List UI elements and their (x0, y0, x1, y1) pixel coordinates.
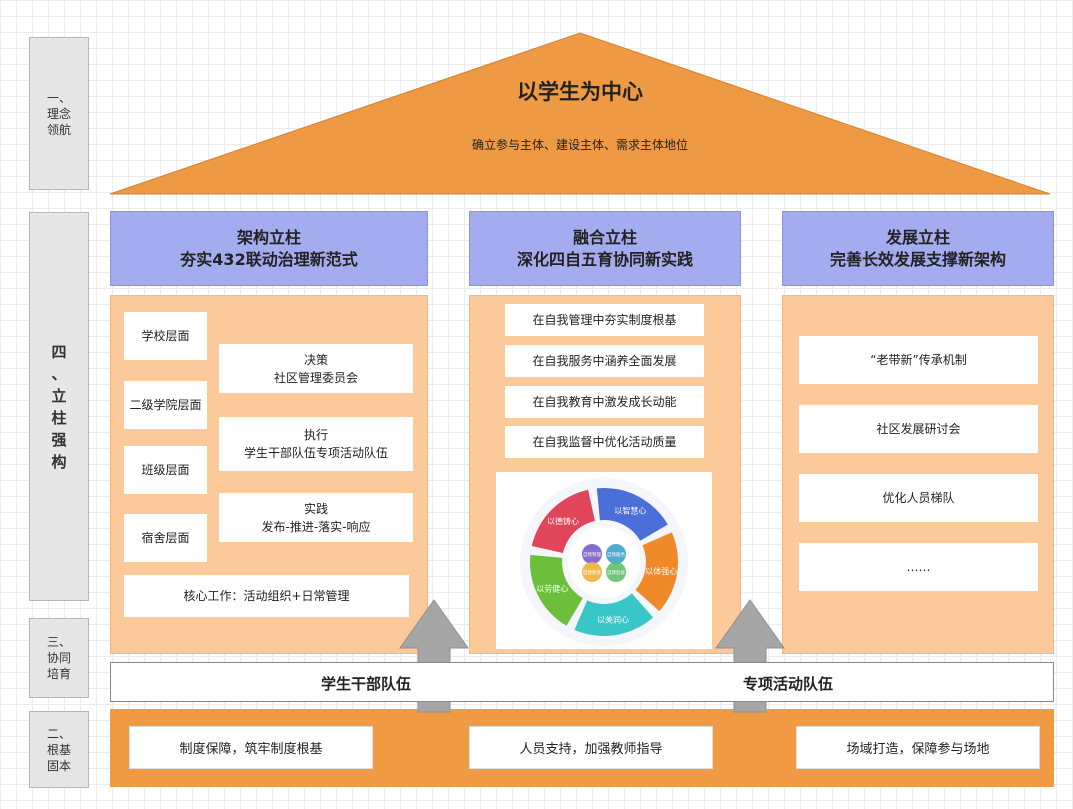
self-item-education: 在自我教育中激发成长动能 (505, 386, 704, 418)
pillar-heading-title: 融合立柱 (572, 227, 637, 247)
cycle-segment (596, 488, 668, 541)
cycle-inner-label: 自我服务 (607, 551, 625, 558)
cycle-segment-label: 以美润心 (597, 614, 629, 624)
foundation-item-staff: 人员支持，加强教师指导 (469, 726, 713, 769)
cycle-inner-node (582, 544, 602, 564)
role-detail: 发布-推进-落实-响应 (261, 519, 371, 534)
cycle-hub (568, 526, 640, 598)
roof-title: 以学生为中心 (517, 80, 643, 104)
cycle-segment-label: 以劳健心 (536, 583, 568, 593)
sidebar-level-pillars: 四 、 立 柱 强 构 (29, 212, 89, 601)
role-box-decision: 决策 社区管理委员会 (219, 344, 413, 393)
cycle-inner-label: 自我管理 (583, 551, 601, 558)
up-arrow-right-icon (715, 599, 785, 713)
pillar-heading-title: 架构立柱 (236, 227, 301, 247)
level-box-class: 班级层面 (124, 446, 207, 494)
dev-item-talent-ladder: 优化人员梯队 (799, 474, 1038, 522)
cycle-segment (574, 593, 654, 636)
foundation-item-venue: 场域打造，保障参与场地 (796, 726, 1040, 769)
core-work-box: 核心工作：活动组织+日常管理 (124, 575, 409, 617)
cycle-segment (531, 489, 595, 553)
self-item-management: 在自我管理中夯实制度根基 (505, 304, 704, 336)
self-item-service: 在自我服务中涵养全面发展 (505, 345, 704, 377)
sidebar-level-cultivation: 三、 协同 培育 (29, 618, 89, 698)
cycle-inner-node (606, 562, 626, 582)
cycle-segment-label: 以智慧心 (614, 505, 646, 515)
role-title: 实践 (303, 501, 328, 516)
role-box-execution: 执行 学生干部队伍专项活动队伍 (219, 417, 413, 471)
cycle-inner-label: 自我教育 (583, 569, 601, 576)
role-box-practice: 实践 发布-推进-落实-响应 (219, 493, 413, 542)
sidebar-level-foundation: 二、 根基 固本 (29, 711, 89, 788)
pillar-heading-subtitle: 完善长效发展支撑新架构 (829, 249, 1006, 269)
dev-item-mentoring: “老带新”传承机制 (799, 336, 1038, 384)
five-education-cycle: 以德铸心 以智慧心以体强心以美润心 以劳健心 自我管理自我服务自我教育自我监督 (496, 472, 712, 649)
cycle-segment (635, 532, 678, 612)
band-label-activity: 专项活动队伍 (743, 675, 834, 693)
role-detail: 社区管理委员会 (273, 370, 358, 385)
level-box-school: 学校层面 (124, 312, 207, 360)
level-box-dorm: 宿舍层面 (124, 514, 207, 562)
pillar-heading-title: 发展立柱 (885, 227, 950, 247)
pillar-heading-integration: 融合立柱 深化四自五育协同新实践 (469, 211, 741, 286)
pillar-heading-development: 发展立柱 完善长效发展支撑新架构 (782, 211, 1054, 286)
cultivation-band: 学生干部队伍 专项活动队伍 (110, 662, 1054, 702)
dev-item-ellipsis: …… (799, 543, 1038, 591)
dev-item-seminar: 社区发展研讨会 (799, 405, 1038, 453)
roof-subtitle: 确立参与主体、建设主体、需求主体地位 (471, 138, 688, 152)
cycle-segment-label: 以体强心 (645, 566, 677, 576)
foundation-item-system: 制度保障，筑牢制度根基 (129, 726, 373, 769)
cycle-segment (530, 554, 583, 626)
pillar-heading-architecture: 架构立柱 夯实432联动治理新范式 (110, 211, 428, 286)
pillar-heading-subtitle: 夯实432联动治理新范式 (180, 249, 358, 269)
self-item-supervision: 在自我监督中优化活动质量 (505, 426, 704, 458)
role-title: 决策 (303, 352, 328, 367)
level-box-college: 二级学院层面 (124, 381, 207, 429)
up-arrow-left-icon (399, 599, 469, 713)
band-label-cadre: 学生干部队伍 (321, 675, 412, 693)
pillar-heading-subtitle: 深化四自五育协同新实践 (516, 249, 693, 269)
cycle-inner-node (582, 562, 602, 582)
cycle-segment-label: 以德铸心 (547, 516, 579, 526)
cycle-inner-node (606, 544, 626, 564)
sidebar-level-philosophy: 一、 理念 领航 (29, 37, 89, 190)
role-detail: 学生干部队伍专项活动队伍 (243, 446, 388, 460)
cycle-inner-label: 自我监督 (607, 569, 625, 576)
cycle-graphic: 以德铸心 以智慧心以体强心以美润心 以劳健心 自我管理自我服务自我教育自我监督 (520, 478, 688, 646)
role-title: 执行 (303, 428, 328, 442)
